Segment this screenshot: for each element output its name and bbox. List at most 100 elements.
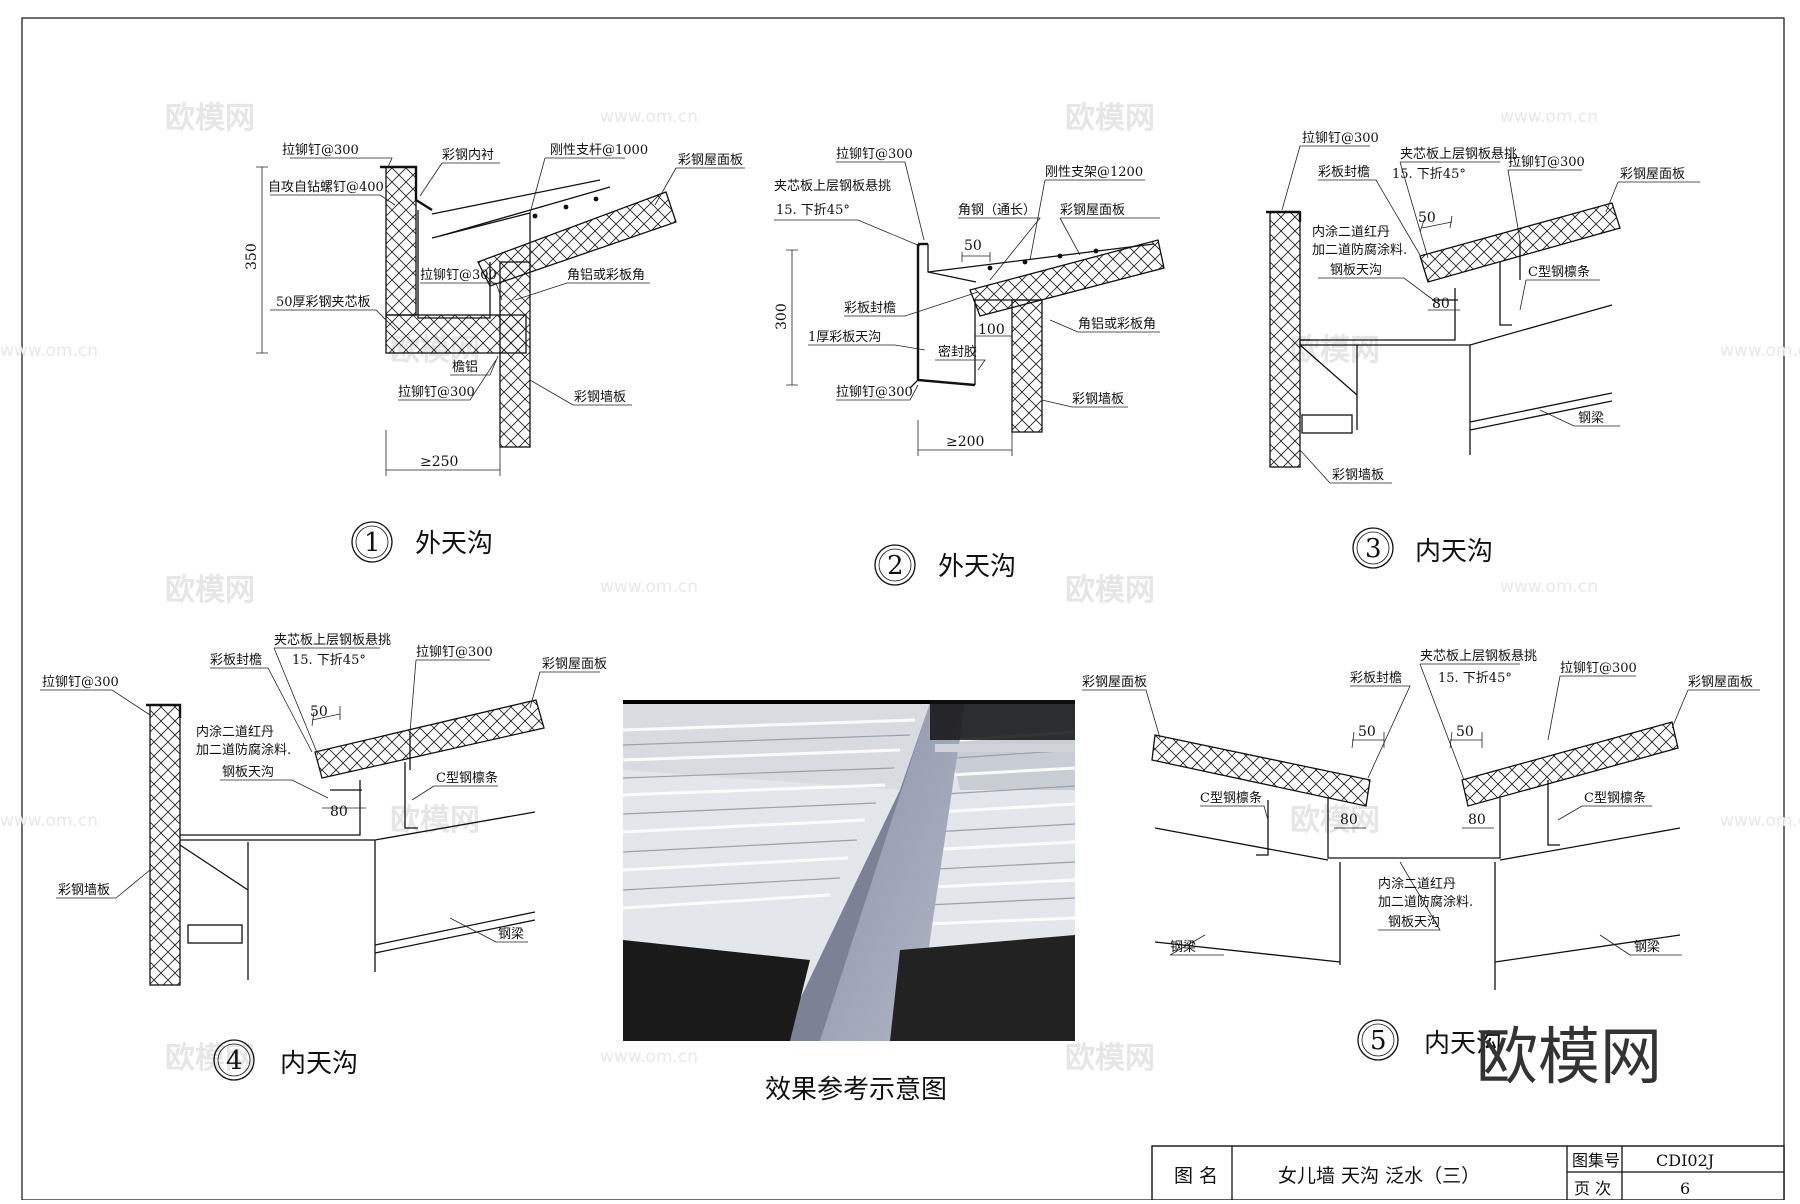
detail-2-title: 外天沟 xyxy=(938,552,1016,582)
watermark-url: www.om.cn xyxy=(0,341,98,361)
detail-4-label: 15. 下折45° xyxy=(292,653,366,668)
title-block: 图 名 女儿墙 天沟 泛水（三） 图集号 CDI02J 页 次 6 xyxy=(1151,1145,1785,1201)
watermark-url: www.om.cn xyxy=(1500,577,1598,597)
detail-3-label: C型钢檩条 xyxy=(1528,264,1590,280)
detail-2-outer-gutter: 拉铆钉@300 夹芯板上层钢板悬挑 15. 下折45° 刚性支架@1200 角钢… xyxy=(774,147,1165,586)
title-block-atlas-value: CDI02J xyxy=(1656,1151,1714,1170)
detail-2-label: 拉铆钉@300 xyxy=(836,385,913,400)
detail-3-label: 拉铆钉@300 xyxy=(1302,131,1379,146)
detail-3-label: 彩板封檐 xyxy=(1318,165,1370,180)
detail-5-dimension: 50 xyxy=(1358,724,1376,740)
watermark-url: www.om.cn xyxy=(1720,341,1800,361)
watermark-brand: 欧模网 xyxy=(1065,573,1155,608)
title-block-drawing-name: 女儿墙 天沟 泛水（三） xyxy=(1278,1165,1480,1187)
detail-2-label: 1厚彩板天沟 xyxy=(808,330,881,345)
detail-4-number: 4 xyxy=(226,1046,243,1076)
detail-2-label: 拉铆钉@300 xyxy=(836,147,913,162)
detail-3-label: 彩钢墙板 xyxy=(1332,468,1384,483)
detail-3-number: 3 xyxy=(1365,534,1382,564)
detail-3-inner-gutter: 拉铆钉@300 彩板封檐 夹芯板上层钢板悬挑 15. 下折45° 拉铆钉@300… xyxy=(1266,131,1700,569)
detail-1-label: 拉铆钉@300 xyxy=(420,268,497,283)
detail-1-outer-gutter: 拉铆钉@300 彩钢内衬 刚性支杆@1000 彩钢屋面板 自攻自钻螺钉@400 … xyxy=(244,143,745,563)
detail-1-dimension: ≥250 xyxy=(420,454,458,470)
title-block-name-label: 图 名 xyxy=(1174,1165,1218,1187)
title-block-page-value: 6 xyxy=(1680,1179,1690,1198)
detail-5-label: 钢梁 xyxy=(1634,940,1660,955)
detail-2-label: 15. 下折45° xyxy=(776,203,850,218)
detail-1-label: 拉铆钉@300 xyxy=(398,385,475,400)
detail-2-label: 彩钢屋面板 xyxy=(1060,203,1125,218)
detail-5-label: 彩钢屋面板 xyxy=(1082,675,1147,690)
detail-1-label: 彩钢墙板 xyxy=(574,390,626,405)
detail-2-label: 角铝或彩板角 xyxy=(1078,317,1156,332)
watermark-brand: 欧模网 xyxy=(165,1041,255,1076)
detail-1-label: 檐铝 xyxy=(452,360,478,375)
watermark-url: www.om.cn xyxy=(1720,811,1800,831)
title-block-page-label: 页 次 xyxy=(1574,1179,1611,1198)
rendering-photo: 效果参考示意图 xyxy=(622,700,1076,1105)
detail-1-label: 角铝或彩板角 xyxy=(567,268,645,283)
detail-2-label: 刚性支架@1200 xyxy=(1045,165,1143,180)
watermark-brand: 欧模网 xyxy=(390,803,480,838)
detail-5-title: 内天沟 xyxy=(1424,1029,1502,1059)
detail-2-dimension: 50 xyxy=(964,238,982,254)
watermark-url: www.om.cn xyxy=(600,1047,698,1067)
watermark-brand: 欧模网 xyxy=(1065,101,1155,136)
detail-3-label: 15. 下折45° xyxy=(1392,167,1466,182)
detail-1-label: 拉铆钉@300 xyxy=(282,143,359,158)
detail-4-label: 夹芯板上层钢板悬挑 xyxy=(274,633,391,648)
detail-2-label: 彩钢墙板 xyxy=(1072,392,1124,407)
watermark-url: www.om.cn xyxy=(600,107,698,127)
watermark-url: www.om.cn xyxy=(0,811,98,831)
detail-4-label: 加二道防腐涂料. xyxy=(196,742,291,758)
detail-2-label: 夹芯板上层钢板悬挑 xyxy=(774,179,891,194)
detail-2-dimension: 300 xyxy=(774,303,790,330)
detail-3-dimension: 50 xyxy=(1418,210,1436,226)
detail-1-number: 1 xyxy=(364,528,381,558)
detail-4-label: 彩板封檐 xyxy=(210,653,262,668)
watermark-brand: 欧模网 xyxy=(1290,803,1380,838)
watermark-brand: 欧模网 xyxy=(1290,333,1380,368)
watermark-brand: 欧模网 xyxy=(165,101,255,136)
detail-5-label: C型钢檩条 xyxy=(1584,790,1646,806)
detail-4-dimension: 80 xyxy=(330,804,348,820)
detail-5-label: 彩板封檐 xyxy=(1350,671,1402,686)
detail-1-label: 彩钢屋面板 xyxy=(678,153,743,168)
photo-caption: 效果参考示意图 xyxy=(765,1075,947,1105)
brand-logo: 欧模网 xyxy=(1476,1020,1662,1093)
detail-1-dimension: 350 xyxy=(244,243,260,270)
detail-3-dimension: 80 xyxy=(1432,296,1450,312)
title-block-atlas-label: 图集号 xyxy=(1572,1151,1620,1170)
detail-2-dimension: ≥200 xyxy=(946,434,984,450)
detail-5-number: 5 xyxy=(1370,1026,1387,1056)
watermark-brand: 欧模网 xyxy=(165,573,255,608)
detail-4-title: 内天沟 xyxy=(280,1049,358,1079)
detail-4-label: 内涂二道红丹 xyxy=(196,724,274,740)
detail-3-label: 拉铆钉@300 xyxy=(1508,155,1585,170)
detail-5-label: 加二道防腐涂料. xyxy=(1378,894,1473,910)
detail-2-label: 角钢（通长） xyxy=(958,203,1036,218)
detail-5-inner-gutter: 彩钢屋面板 彩板封檐 夹芯板上层钢板悬挑 15. 下折45° 拉铆钉@300 彩… xyxy=(1082,649,1760,1061)
detail-4-label: 彩钢墙板 xyxy=(58,883,110,898)
detail-4-label: C型钢檩条 xyxy=(436,770,498,786)
detail-1-label: 彩钢内衬 xyxy=(442,147,494,163)
detail-3-title: 内天沟 xyxy=(1415,537,1493,567)
detail-4-label: 钢梁 xyxy=(498,927,524,942)
detail-5-label: 钢梁 xyxy=(1170,940,1196,955)
detail-5-dimension: 80 xyxy=(1468,812,1486,828)
detail-1-label: 自攻自钻螺钉@400 xyxy=(268,180,384,195)
detail-5-label: 内涂二道红丹 xyxy=(1378,876,1456,892)
detail-5-label: 拉铆钉@300 xyxy=(1560,661,1637,676)
detail-3-label: 钢板天沟 xyxy=(1330,263,1382,278)
detail-4-dimension: 50 xyxy=(310,704,328,720)
detail-2-number: 2 xyxy=(887,551,904,581)
detail-5-label: 彩钢屋面板 xyxy=(1688,675,1753,690)
detail-4-label: 钢板天沟 xyxy=(222,765,274,780)
watermark-url: www.om.cn xyxy=(1500,107,1598,127)
detail-5-label: 夹芯板上层钢板悬挑 xyxy=(1420,649,1537,664)
detail-2-label: 彩板封檐 xyxy=(844,301,896,316)
detail-3-label: 钢梁 xyxy=(1578,411,1604,426)
detail-4-label: 拉铆钉@300 xyxy=(416,645,493,660)
detail-5-dimension: 50 xyxy=(1456,724,1474,740)
